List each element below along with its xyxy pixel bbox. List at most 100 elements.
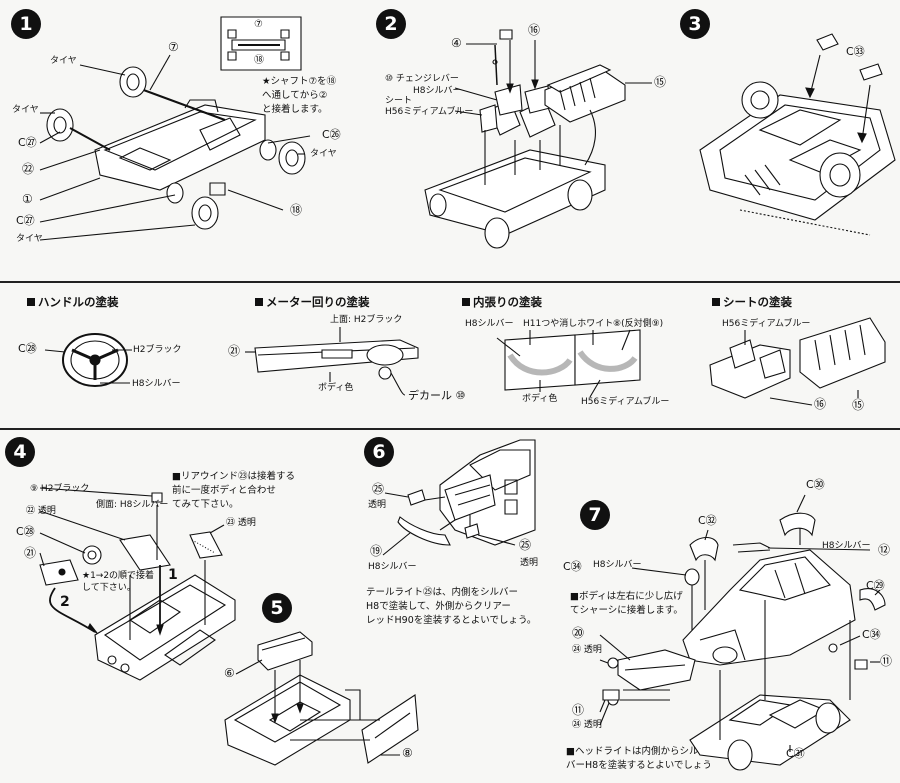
paint-meter-body-color: ボディ色 <box>318 383 354 393</box>
step6-note-line2: H8で塗装して、外側からクリアー <box>366 601 511 612</box>
paint-meter-p21: ㉑ <box>228 344 241 358</box>
step4-note-rear-line1: ■リアウインド㉓は接着する <box>172 471 295 482</box>
paint-seat-medium-blue: H56ミディアムブルー <box>722 319 811 329</box>
step6-label-p19: ⑲ <box>370 544 383 558</box>
step-number-1: 1 <box>11 9 41 39</box>
step7-note-headlight: ■ヘッドライトは内側からシル バーH8を塗装するとよいでしょう <box>566 745 712 773</box>
paint-interior-matte-white: H11つや消しホワイト <box>523 319 614 329</box>
step7-label-p12: ⑫ <box>878 543 891 557</box>
step1-note-line3: と接着します。 <box>262 104 328 115</box>
step1-label-tire-top: タイヤ <box>50 56 77 66</box>
step4-note-order-line1: ★1→2の順で接着 <box>82 571 155 581</box>
step4-note-order: ★1→2の順で接着 して下さい。 <box>82 570 154 594</box>
step7-note-body: ■ボディは左右に少し広げ てシャーシに接着します。 <box>570 590 683 618</box>
paint-interior-medium-blue: H56ミディアムブルー <box>581 397 670 407</box>
step7-note-head-line2: バーH8を塗装するとよいでしょう <box>566 760 712 771</box>
step7-label-p24a: ㉔ 透明 <box>572 645 602 655</box>
step6-note-line3: レッドH90を塗装するとよいでしょう。 <box>366 615 537 626</box>
step7-label-silver-b: H8シルバー <box>822 541 871 551</box>
step4-label-side-silver: 側面: H8シルバー <box>96 500 169 510</box>
paint-meter-decal: デカール ⑩ <box>408 389 466 402</box>
step2-label-p4: ④ <box>451 36 462 50</box>
step1-label-c27a: C㉗ <box>18 136 37 149</box>
step7-note-body-line1: ■ボディは左右に少し広げ <box>570 591 683 602</box>
step-number-6: 6 <box>364 437 394 467</box>
step2-label-seat-color: H56ミディアムブルー <box>385 107 474 117</box>
paint-interior-silver: H8シルバー <box>465 319 514 329</box>
step1-label-tire-right: タイヤ <box>310 149 337 159</box>
paint-meter-top-black: 上面: H2ブラック <box>330 315 403 325</box>
paint-handle-black: H2ブラック <box>133 345 182 355</box>
step4-note-rear-line3: てみて下さい。 <box>172 499 239 510</box>
step1-inset-p7: ⑦ <box>254 19 263 30</box>
step4-note-order-line2: して下さい。 <box>82 583 136 593</box>
step-number-2: 2 <box>376 9 406 39</box>
paint-interior-title: 内張りの塗装 <box>462 294 542 310</box>
paint-seat-p15: ⑮ <box>852 398 865 412</box>
step7-label-c32: C㉜ <box>698 514 717 527</box>
step4-label-p21: ㉑ <box>24 546 37 560</box>
step5-label-p6: ⑥ <box>224 666 235 680</box>
step-number-5: 5 <box>262 593 292 623</box>
step2-label-change-lever: ⑩ チェンジレバー <box>385 74 459 84</box>
step1-label-tire-bottom: タイヤ <box>16 234 43 244</box>
step1-label-p18: ⑱ <box>290 203 303 217</box>
step7-label-p24b: ㉔ 透明 <box>572 720 602 730</box>
step6-note: テールライト㉕は、内側をシルバー H8で塗装して、外側からクリアー レッドH90… <box>366 586 536 628</box>
step7-label-c34b: C㉞ <box>862 628 881 641</box>
step7-label-p11a: ⑪ <box>572 703 585 717</box>
step2-label-seat: シート <box>385 96 413 106</box>
step7-label-c29: C㉙ <box>866 579 885 592</box>
paint-interior-body-color: ボディ色 <box>522 394 558 404</box>
step5-label-p8: ⑧ <box>402 746 413 760</box>
step6-label-silver: H8シルバー <box>368 562 417 572</box>
paint-seat-p16: ⑯ <box>814 397 827 411</box>
step-number-7: 7 <box>580 500 610 530</box>
step4-label-p23: ㉓ 透明 <box>226 518 256 528</box>
step7-label-c30: C㉚ <box>806 478 825 491</box>
step1-inset-p18: ⑱ <box>254 55 264 66</box>
step2-label-change-lever-color: H8シルバー <box>413 86 462 96</box>
step4-label-p9: ⑨ H2ブラック <box>30 484 90 494</box>
step6-note-line1: テールライト㉕は、内側をシルバー <box>366 587 519 598</box>
step1-label-c27b: C㉗ <box>16 214 35 227</box>
step3-label-c33: C㉝ <box>846 45 865 58</box>
step7-label-c34a: C㉞ <box>563 560 582 573</box>
step-number-4: 4 <box>5 437 35 467</box>
divider-top <box>0 281 900 283</box>
step4-note-rear-window: ■リアウインド㉓は接着する 前に一度ボディと合わせ てみて下さい。 <box>172 470 295 512</box>
step4-label-order2: 2 <box>60 594 70 610</box>
step1-label-tire-left: タイヤ <box>12 105 39 115</box>
divider-bottom <box>0 428 900 430</box>
step6-label-clear-a: 透明 <box>368 500 387 510</box>
step7-note-head-line1: ■ヘッドライトは内側からシル <box>566 746 699 757</box>
step7-note-body-line2: てシャーシに接着します。 <box>570 605 683 616</box>
step4-note-rear-line2: 前に一度ボディと合わせ <box>172 485 276 496</box>
paint-handle-silver: H8シルバー <box>132 379 181 389</box>
step6-label-p25a: ㉕ <box>372 482 385 496</box>
step1-note-line2: へ通してから② <box>262 90 328 101</box>
paint-handle-title: ハンドルの塗装 <box>27 294 119 310</box>
paint-seat-title: シートの塗装 <box>712 294 792 310</box>
step1-label-p7: ⑦ <box>168 40 179 54</box>
step4-label-order1: 1 <box>168 567 178 583</box>
paint-interior-p8: ⑧(反対側⑨) <box>613 319 664 329</box>
paint-meter-title: メーター回りの塗装 <box>255 294 370 310</box>
step1-note-line1: ★シャフト⑦を⑱ <box>262 76 337 87</box>
step2-label-p15: ⑮ <box>654 75 667 89</box>
step6-label-clear-b: 透明 <box>520 558 539 568</box>
step1-label-c26: C㉖ <box>322 128 341 141</box>
step4-label-p22: ㉒ 透明 <box>26 506 56 516</box>
step1-note: ★シャフト⑦を⑱ へ通してから② と接着します。 <box>262 75 336 117</box>
step6-label-p25b: ㉕ <box>519 538 532 552</box>
step1-label-p22: ㉒ <box>22 162 35 176</box>
step7-label-silver-a: H8シルバー <box>593 560 642 570</box>
